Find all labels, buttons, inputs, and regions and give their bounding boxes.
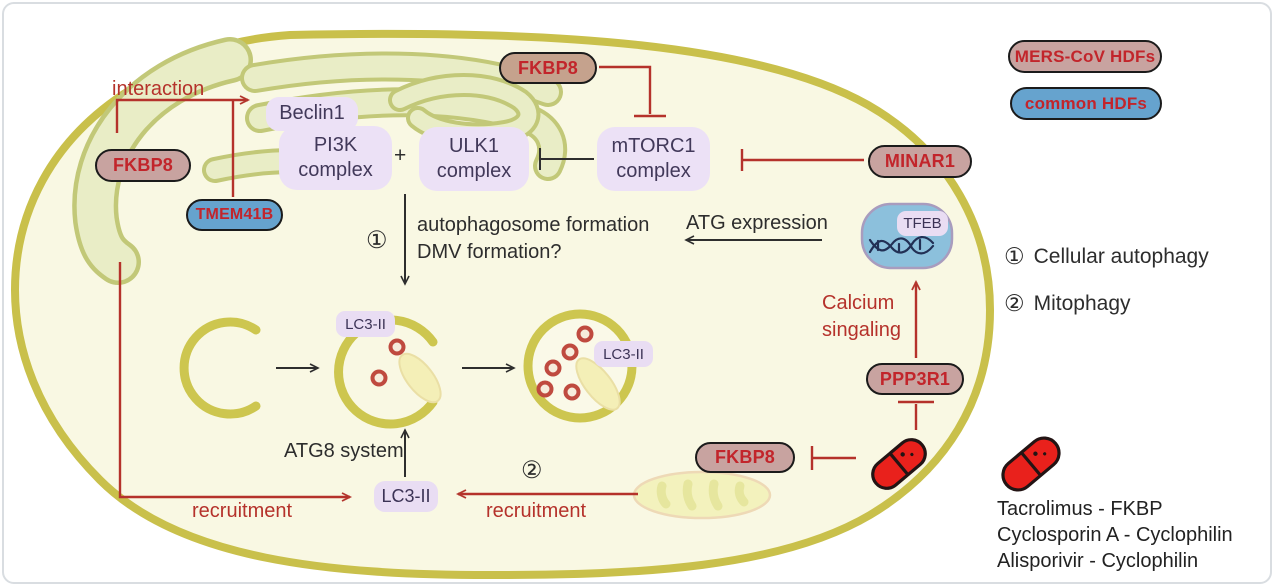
node-ulk1-complex: ULK1 complex	[419, 127, 529, 191]
drug-line: Cyclosporin A - Cyclophilin	[997, 524, 1233, 546]
lc3ii-tag-open: LC3-II	[336, 311, 395, 337]
node-fkbp8-er: FKBP8	[95, 149, 191, 182]
node-fkbp8-mito: FKBP8	[695, 442, 795, 473]
node-ppp3r1: PPP3R1	[866, 363, 964, 395]
circled-1-icon: ①	[1004, 243, 1025, 269]
lc3-dot-icon	[544, 359, 562, 377]
node-mtorc1-complex: mTORC1 complex	[597, 127, 710, 191]
inhibit-fkbp8-mtorc1	[599, 65, 652, 114]
dna-icon	[868, 236, 935, 255]
node-pi3k-complex: PI3K complex	[279, 126, 392, 190]
side-step-2-label: Mitophagy	[1033, 291, 1131, 315]
autophagosome-open-icon	[334, 315, 442, 429]
drug-line: Tacrolimus - FKBP	[997, 498, 1163, 520]
pill-icon	[871, 438, 927, 490]
formation-label: autophagosome formation DMV formation?	[417, 214, 650, 263]
lc3ii-tag-closed: LC3-II	[594, 341, 653, 367]
cargo-icon	[575, 357, 621, 411]
lc3-dot-icon	[561, 343, 579, 361]
circled-2-mark: ②	[521, 457, 543, 484]
pill-legend-icon	[1001, 436, 1061, 492]
cargo-icon	[398, 352, 442, 404]
circled-1-mark: ①	[366, 227, 388, 254]
node-beclin1: Beclin1	[266, 97, 358, 131]
interaction-label: interaction	[112, 78, 205, 100]
plus-sign: +	[394, 144, 407, 167]
mitochondria-icon	[632, 470, 772, 520]
lc3-dot-icon	[536, 380, 554, 398]
drug-line: Alisporivir - Cyclophilin	[997, 550, 1199, 572]
node-minar1: MINAR1	[868, 145, 972, 178]
atg-expression-label: ATG expression	[686, 212, 828, 234]
lc3ii-tag-bottom: LC3-II	[374, 481, 438, 512]
recruitment-left-label: recruitment	[192, 500, 293, 522]
lc3-dot-icon	[388, 338, 406, 356]
lc3-dot-icon	[563, 383, 581, 401]
arrow-fkbp8-beclin1	[115, 95, 251, 133]
calcium-signaling-label: Calcium singaling	[822, 292, 901, 341]
phagophore-icon	[179, 317, 261, 419]
atg8-system-label: ATG8 system	[284, 440, 404, 462]
legend-mers-hdfs: MERS-CoV HDFs	[1008, 40, 1162, 73]
drug-legend: Tacrolimus - FKBP Cyclosporin A - Cyclop…	[997, 496, 1233, 574]
side-step-1: ① Cellular autophagy	[1004, 243, 1209, 270]
circled-2-icon: ②	[1004, 290, 1025, 316]
recruitment-right-label: recruitment	[486, 500, 587, 522]
lc3-dot-icon	[370, 369, 388, 387]
tfeb-tag: TFEB	[897, 211, 948, 236]
lc3-dot-icon	[576, 325, 594, 343]
side-step-2: ② Mitophagy	[1004, 290, 1131, 317]
side-step-1-label: Cellular autophagy	[1033, 244, 1209, 268]
arrow-recruitment-left	[118, 262, 353, 502]
node-fkbp8-top: FKBP8	[499, 52, 597, 84]
legend-common-hdfs: common HDFs	[1010, 87, 1162, 120]
node-tmem41b: TMEM41B	[186, 199, 283, 231]
